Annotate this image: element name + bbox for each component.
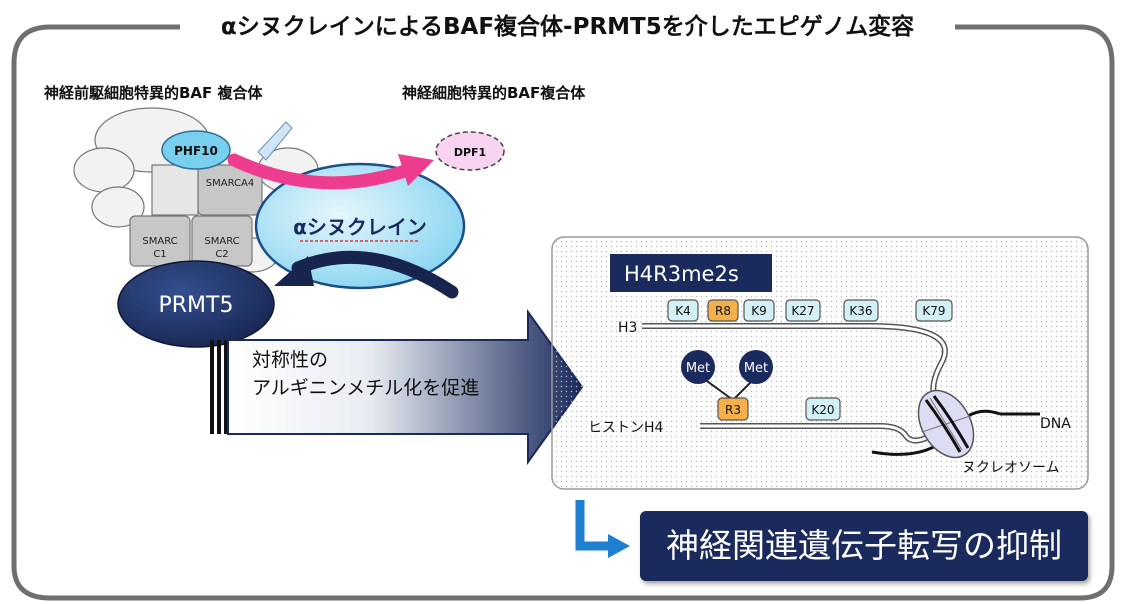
left-complex-label: 神経前駆細胞特異的BAF 複合体: [44, 84, 263, 102]
prmt5-label: PRMT5: [159, 293, 234, 318]
h3-residue-box: [843, 299, 879, 322]
h3-residue-box: [785, 299, 821, 322]
h3-label: H3: [618, 320, 637, 336]
promotes-text: 対称性の アルギニンメチル化を促進: [252, 346, 479, 402]
smarcc1-label-1: SMARC: [142, 236, 177, 247]
h3-residue-label: K9: [751, 304, 767, 318]
met-node-1: [681, 350, 715, 384]
h3-residue-box: [707, 299, 739, 322]
dna-label: DNA: [1040, 416, 1071, 432]
smarcc2-label-2: C2: [215, 249, 228, 260]
result-box: 神経関連遺伝子転写の抑制: [640, 511, 1088, 581]
smarca4-label: SMARCA4: [206, 178, 254, 189]
r3-box: [717, 397, 749, 421]
mark-box: [610, 254, 772, 292]
dpf1-label: DPF1: [454, 146, 486, 159]
h3-residue-label: R8: [715, 304, 731, 318]
phf10-label: PHF10: [174, 144, 218, 158]
promotes-line-2: アルギニンメチル化を促進: [252, 377, 480, 399]
promotion-arrow: [210, 308, 584, 466]
phf10-node: [161, 130, 231, 170]
outer-frame: [11, 24, 1115, 601]
k20-box: [805, 397, 841, 421]
h3-residue-box: [743, 299, 775, 322]
met-node-2: [739, 350, 773, 384]
h3-residue-label: K27: [791, 304, 814, 318]
dpf1-node: [435, 131, 505, 171]
recruit-arrow: [274, 250, 459, 299]
h3-residues: K4 R8 K9 K27 K36 K79: [667, 299, 953, 322]
met-label-1: Met: [686, 361, 710, 376]
h3-residue-box: [667, 299, 699, 322]
h3-residue-label: K79: [922, 304, 945, 318]
right-complex-label: 神経細胞特異的BAF複合体: [402, 84, 586, 102]
asyn-label: αシヌクレイン: [293, 215, 427, 239]
switch-arrow: [227, 153, 434, 190]
promotes-line-1: 対称性の: [252, 349, 329, 371]
result-arrow: [575, 500, 630, 558]
h3-residue-label: K4: [675, 304, 691, 318]
h3-residue-label: K36: [849, 304, 872, 318]
nucleosome: [871, 389, 1040, 459]
mark-label: H4R3me2s: [624, 262, 739, 286]
h3-residue-box: [915, 299, 953, 322]
smarcc1-label-2: C1: [153, 249, 166, 260]
k20-label: K20: [811, 403, 834, 417]
r3-label: R3: [725, 403, 741, 417]
prmt5-node: [117, 260, 275, 348]
smarcc2-label-1: SMARC: [204, 236, 239, 247]
h4-label: ヒストンH4: [588, 420, 664, 436]
met-label-2: Met: [744, 361, 768, 376]
diagram-title: αシヌクレインによるBAF複合体-PRMT5を介したエピゲノム変容: [180, 8, 955, 46]
nucleosome-label: ヌクレオソーム: [962, 460, 1060, 476]
